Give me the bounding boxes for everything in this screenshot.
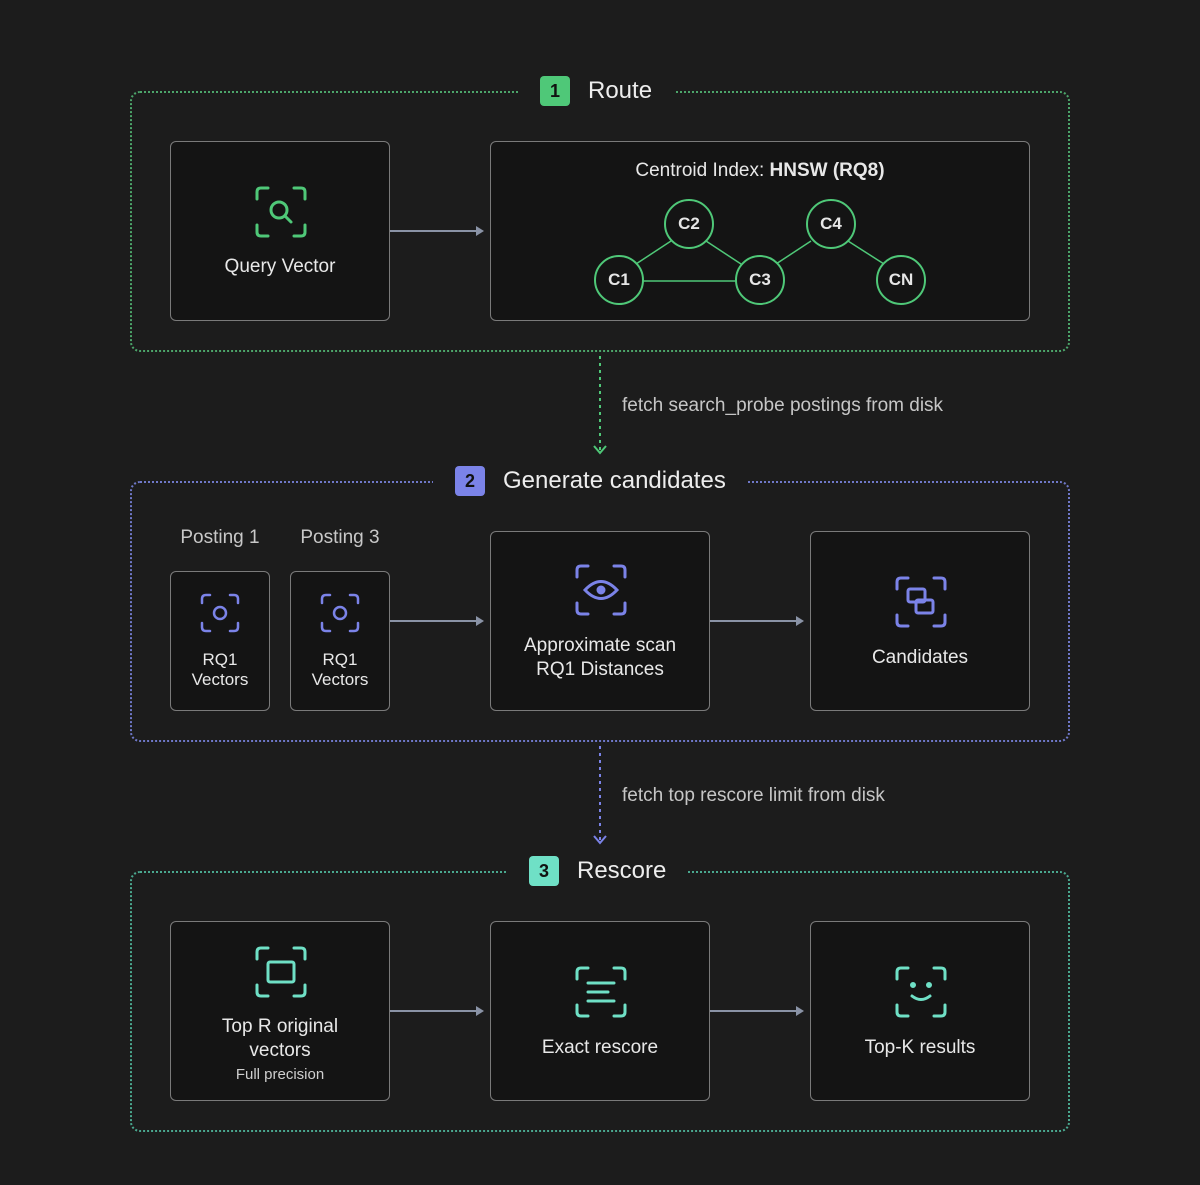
arrow-exact-to-topk — [710, 1006, 804, 1016]
step-badge: 1 — [540, 76, 570, 106]
step-badge: 2 — [455, 466, 485, 496]
layers-icon — [895, 576, 947, 628]
topk-results-box: Top-K results — [810, 921, 1030, 1101]
arrow-query-to-centroid — [390, 226, 484, 236]
centroid-node-cn: CN — [876, 255, 926, 305]
centroid-node-c1: C1 — [594, 255, 644, 305]
centroid-index-title: Centroid Index: HNSW (RQ8) — [491, 159, 1029, 183]
centroid-index-box: Centroid Index: HNSW (RQ8) C2 C4 C1 C3 C… — [490, 141, 1030, 321]
rescore-section-title: 3 Rescore — [507, 854, 689, 888]
centroid-prefix: Centroid Index: — [635, 160, 770, 181]
target-icon — [320, 593, 360, 633]
centroid-value: HNSW (RQ8) — [769, 160, 885, 181]
query-vector-box: Query Vector — [170, 141, 390, 321]
query-vector-label: Query Vector — [224, 256, 336, 277]
connector-generate-label: fetch top rescore limit from disk — [622, 785, 885, 806]
section-title-text: Generate candidates — [503, 467, 726, 494]
section-title-text: Rescore — [577, 857, 667, 884]
section-title-text: Route — [588, 77, 653, 104]
arrow-top-r-to-exact — [390, 1006, 484, 1016]
smile-icon — [895, 966, 947, 1018]
lines-icon — [575, 966, 627, 1018]
arrow-scan-to-candidates — [710, 616, 804, 626]
generate-section-title: 2 Generate candidates — [433, 464, 748, 498]
full-precision-label: Full precision — [235, 1066, 325, 1083]
eye-icon — [575, 564, 627, 616]
arrow-postings-to-scan — [390, 616, 484, 626]
candidates-label: Candidates — [871, 647, 969, 668]
target-icon — [200, 593, 240, 633]
centroid-node-c3: C3 — [735, 255, 785, 305]
square-icon — [255, 946, 307, 998]
step-badge: 3 — [529, 856, 559, 886]
connector-route-to-generate — [593, 356, 607, 455]
posting-3-label: Posting 3 — [300, 527, 380, 548]
search-icon — [255, 186, 307, 238]
candidates-box: Candidates — [810, 531, 1030, 711]
route-section-title: 1 Route — [518, 74, 675, 108]
topk-results-label: Top-K results — [864, 1037, 976, 1058]
exact-rescore-label: Exact rescore — [541, 1037, 659, 1058]
connector-route-label: fetch search_probe postings from disk — [622, 395, 944, 416]
connector-generate-to-rescore — [593, 746, 607, 845]
centroid-node-c2: C2 — [664, 199, 714, 249]
exact-rescore-box: Exact rescore — [490, 921, 710, 1101]
centroid-node-c4: C4 — [806, 199, 856, 249]
posting-1-label: Posting 1 — [180, 527, 260, 548]
